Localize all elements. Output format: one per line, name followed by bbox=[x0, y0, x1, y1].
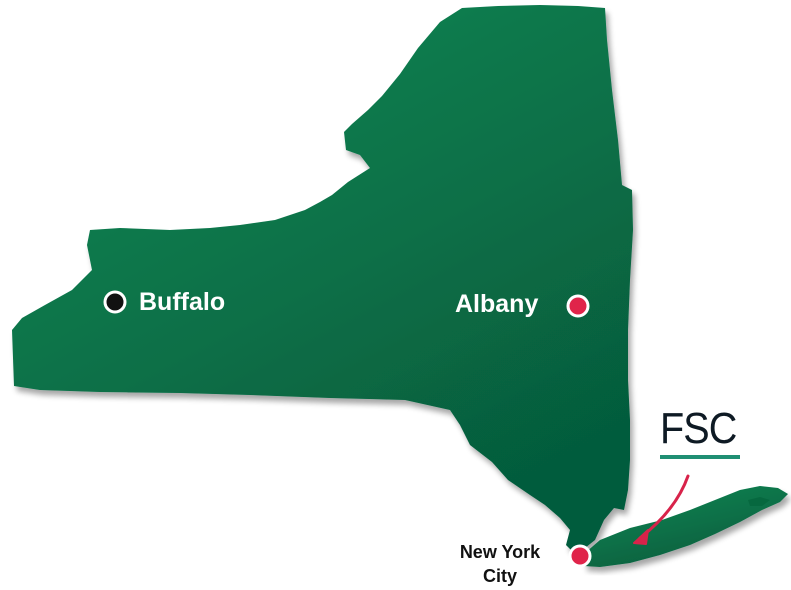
state-mainland-shape bbox=[12, 5, 633, 552]
new-york-city-label-line1: New York bbox=[459, 542, 541, 562]
new-york-city-label-line2: City bbox=[482, 566, 517, 586]
buffalo-marker bbox=[103, 290, 127, 314]
long-island-shape bbox=[584, 486, 788, 567]
fsc-logo: FSC bbox=[660, 407, 742, 459]
albany-marker bbox=[566, 294, 590, 318]
fsc-logo-underline bbox=[660, 455, 740, 459]
island-fragment-shape bbox=[748, 497, 770, 506]
buffalo-label: Buffalo bbox=[139, 288, 226, 316]
albany-label: Albany bbox=[455, 290, 539, 318]
new-york-city-marker bbox=[568, 544, 592, 568]
pointer-arrow-head bbox=[633, 529, 649, 545]
fsc-logo-text: FSC bbox=[660, 404, 737, 453]
new-york-city-label: New York City bbox=[440, 540, 560, 588]
